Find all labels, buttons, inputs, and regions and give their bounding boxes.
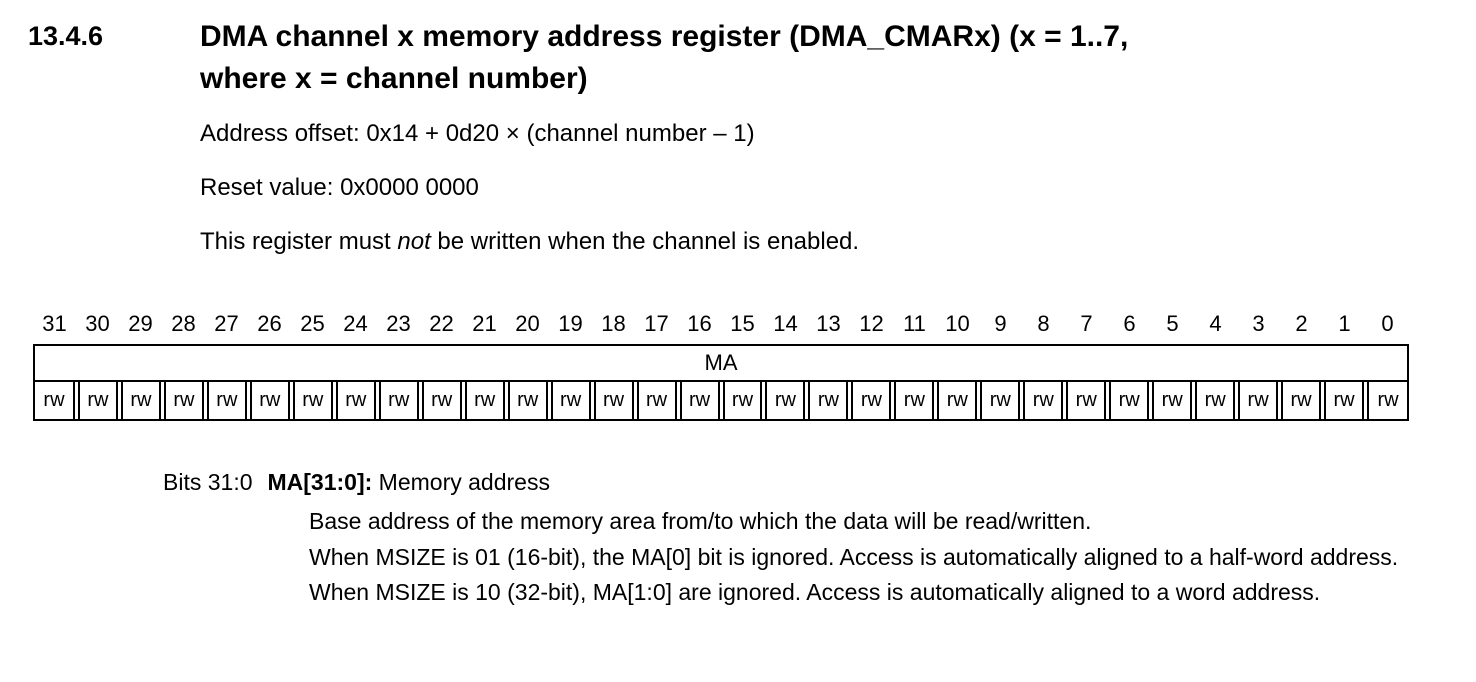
access-cell: rw — [937, 382, 978, 419]
access-cell: rw — [550, 382, 591, 419]
field-row: MA — [35, 346, 1407, 382]
bit-number: 4 — [1209, 311, 1222, 336]
field-description-line: When MSIZE is 10 (32-bit), MA[1:0] are i… — [309, 579, 1321, 605]
bit-number: 8 — [1037, 311, 1050, 336]
bit-number: 24 — [343, 311, 368, 336]
bit-number: 31 — [42, 311, 67, 336]
note-suffix: be written when the channel is enabled. — [430, 228, 860, 255]
bit-number: 22 — [429, 311, 454, 336]
access-cell: rw — [1367, 382, 1407, 419]
access-cell: rw — [593, 382, 634, 419]
access-cell: rw — [894, 382, 935, 419]
bit-number: 23 — [386, 311, 411, 336]
bit-number: 9 — [994, 311, 1007, 336]
access-cell: rw — [980, 382, 1021, 419]
bit-number: 25 — [300, 311, 325, 336]
address-offset-paragraph: Address offset: 0x14 + 0d20 × (channel n… — [200, 120, 755, 147]
access-cell: rw — [1023, 382, 1064, 419]
bit-number: 28 — [171, 311, 196, 336]
field-label: MA — [704, 350, 738, 375]
section-title-line1: DMA channel x memory address register (D… — [200, 20, 1129, 53]
bit-number: 21 — [472, 311, 497, 336]
field-description-body: Base address of the memory area from/to … — [309, 504, 1459, 611]
bit-number: 12 — [859, 311, 884, 336]
reset-value-paragraph: Reset value: 0x0000 0000 — [200, 174, 479, 201]
field-name: MA[31:0]: — [267, 469, 373, 495]
bit-number: 7 — [1080, 311, 1093, 336]
bit-number: 0 — [1381, 311, 1394, 336]
bit-number: 13 — [816, 311, 841, 336]
access-cell: rw — [120, 382, 161, 419]
section-title-line2: where x = channel number) — [200, 62, 588, 95]
note-italic: not — [397, 228, 431, 255]
section-number: 13.4.6 — [28, 21, 104, 51]
access-cell: rw — [808, 382, 849, 419]
field-description-header: Bits 31:0 MA[31:0]: Memory address — [163, 469, 550, 496]
bit-number: 5 — [1166, 311, 1179, 336]
access-cell: rw — [35, 382, 75, 419]
bits-label: Bits 31:0 — [163, 469, 253, 495]
access-cell: rw — [765, 382, 806, 419]
bit-number: 1 — [1338, 311, 1351, 336]
access-cell: rw — [335, 382, 376, 419]
bit-number: 16 — [687, 311, 712, 336]
access-cell: rw — [1066, 382, 1107, 419]
access-cell: rw — [378, 382, 419, 419]
bit-number: 19 — [558, 311, 583, 336]
bit-number: 11 — [903, 311, 926, 336]
access-cell: rw — [1324, 382, 1365, 419]
section-title: DMA channel x memory address register (D… — [200, 16, 1128, 100]
bit-number: 29 — [128, 311, 153, 336]
access-cell: rw — [77, 382, 118, 419]
bit-number: 30 — [85, 311, 110, 336]
field-description-line: When MSIZE is 01 (16-bit), the MA[0] bit… — [309, 543, 1399, 570]
bit-number: 17 — [644, 311, 669, 336]
access-cell: rw — [1195, 382, 1236, 419]
access-cell: rw — [1152, 382, 1193, 419]
bit-number: 27 — [214, 311, 239, 336]
bit-number: 18 — [601, 311, 626, 336]
access-cell: rw — [1281, 382, 1322, 419]
bit-number: 20 — [515, 311, 540, 336]
access-cell: rw — [722, 382, 763, 419]
bit-number: 3 — [1252, 311, 1265, 336]
access-cell: rw — [249, 382, 290, 419]
access-cell: rw — [206, 382, 247, 419]
note-paragraph: This register must not be written when t… — [200, 228, 859, 256]
access-cell: rw — [679, 382, 720, 419]
bit-number: 14 — [773, 311, 798, 336]
bit-number: 26 — [257, 311, 282, 336]
access-cell: rw — [1238, 382, 1279, 419]
bit-number: 15 — [730, 311, 755, 336]
access-cell: rw — [1109, 382, 1150, 419]
access-cell: rw — [851, 382, 892, 419]
bit-number: 2 — [1295, 311, 1308, 336]
access-cell: rw — [421, 382, 462, 419]
field-title: Memory address — [372, 469, 550, 495]
field-description-line: Base address of the memory area from/to … — [309, 508, 1092, 534]
access-cell: rw — [292, 382, 333, 419]
access-cell: rw — [507, 382, 548, 419]
access-cell: rw — [636, 382, 677, 419]
note-prefix: This register must — [200, 228, 398, 255]
bit-number: 6 — [1123, 311, 1136, 336]
bit-number: 10 — [945, 311, 970, 336]
access-cell: rw — [464, 382, 505, 419]
access-cell: rw — [163, 382, 204, 419]
